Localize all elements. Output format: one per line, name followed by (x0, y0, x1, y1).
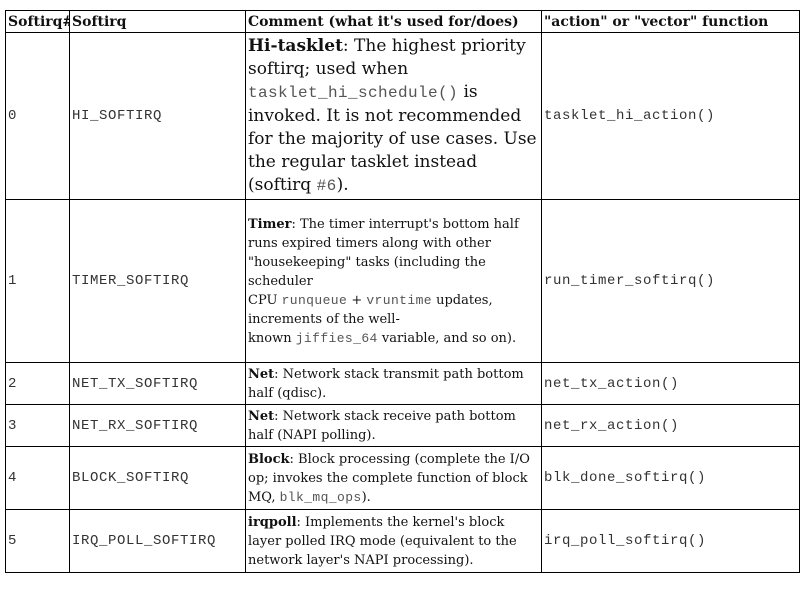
comment-title: irqpoll (248, 514, 297, 530)
comment-text: : Network stack transmit path bottom hal… (248, 366, 524, 401)
comment-title: Block (248, 451, 290, 467)
softirq-function: blk_done_softirq() (541, 446, 800, 510)
comment-code: runqueue (281, 292, 348, 308)
softirq-name: TIMER_SOFTIRQ (69, 199, 246, 363)
softirq-number: 1 (5, 199, 70, 363)
comment-text: : The timer interrupt's bottom half runs… (248, 216, 519, 289)
comment-text: known (248, 330, 296, 346)
softirq-comment: Net: Network stack receive path bottom h… (245, 404, 542, 447)
header-function: "action" or "vector" function (541, 10, 800, 33)
comment-text: updates, increments of the well- (248, 292, 493, 327)
header-softirq-num: Softirq# (5, 10, 70, 33)
comment-code: tasklet_hi_schedule() (248, 83, 459, 102)
softirq-number: 5 (5, 509, 70, 573)
softirq-number: 0 (5, 32, 70, 200)
softirq-comment: irqpoll: Implements the kernel's block l… (245, 509, 542, 573)
softirq-name: HI_SOFTIRQ (69, 32, 246, 200)
comment-title: Net (248, 366, 275, 382)
header-softirq: Softirq (69, 10, 246, 33)
comment-text: : Network stack receive path bottom half… (248, 408, 516, 443)
comment-title: Timer (248, 216, 292, 232)
comment-title: Hi-tasklet (248, 35, 343, 56)
comment-text: is invoked. It is not recommended for th… (248, 81, 537, 195)
softirq-number: 4 (5, 446, 70, 510)
comment-code: jiffies_64 (295, 330, 378, 346)
comment-text: + (347, 292, 367, 308)
comment-text: ). (361, 489, 371, 505)
comment-code: #6 (316, 176, 337, 195)
comment-text: CPU (248, 292, 282, 308)
comment-text: : The highest priority softirq; used whe… (248, 35, 526, 79)
table-row: 3 NET_RX_SOFTIRQ Net: Network stack rece… (5, 404, 800, 447)
table-row: 4 BLOCK_SOFTIRQ Block: Block processing … (5, 446, 800, 510)
softirq-function: run_timer_softirq() (541, 199, 800, 363)
comment-text: : Block processing (complete the I/O op;… (248, 451, 530, 505)
softirq-table: Softirq# Softirq Comment (what it's used… (5, 10, 800, 573)
comment-code: vruntime (366, 292, 432, 308)
table-row: 0 HI_SOFTIRQ Hi-tasklet: The highest pri… (5, 32, 800, 200)
header-row: Softirq# Softirq Comment (what it's used… (5, 10, 800, 33)
softirq-function: net_tx_action() (541, 362, 800, 405)
softirq-name: IRQ_POLL_SOFTIRQ (69, 509, 246, 573)
softirq-comment: Timer: The timer interrupt's bottom half… (245, 199, 542, 363)
softirq-number: 2 (5, 362, 70, 405)
softirq-number: 3 (5, 404, 70, 447)
table-row: 5 IRQ_POLL_SOFTIRQ irqpoll: Implements t… (5, 509, 800, 573)
softirq-function: irq_poll_softirq() (541, 509, 800, 573)
softirq-name: NET_TX_SOFTIRQ (69, 362, 246, 405)
table-row: 2 NET_TX_SOFTIRQ Net: Network stack tran… (5, 362, 800, 405)
comment-text: ). (336, 174, 349, 195)
softirq-comment: Hi-tasklet: The highest priority softirq… (245, 32, 542, 200)
softirq-comment: Block: Block processing (complete the I/… (245, 446, 542, 510)
softirq-comment: Net: Network stack transmit path bottom … (245, 362, 542, 405)
softirq-function: tasklet_hi_action() (541, 32, 800, 200)
comment-title: Net (248, 408, 275, 424)
comment-text: variable, and so on). (377, 330, 517, 346)
table-row: 1 TIMER_SOFTIRQ Timer: The timer interru… (5, 199, 800, 363)
comment-code: blk_mq_ops (279, 489, 362, 505)
softirq-name: NET_RX_SOFTIRQ (69, 404, 246, 447)
softirq-name: BLOCK_SOFTIRQ (69, 446, 246, 510)
comment-text: : Implements the kernel's block layer po… (248, 514, 517, 568)
header-comment: Comment (what it's used for/does) (245, 10, 542, 33)
softirq-function: net_rx_action() (541, 404, 800, 447)
